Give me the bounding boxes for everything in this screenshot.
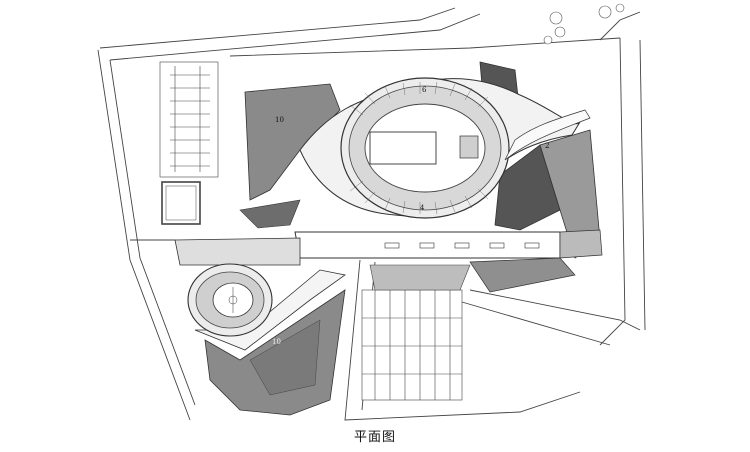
landscape-east	[494, 144, 561, 231]
landscape-southeast	[469, 257, 576, 293]
playing-field	[369, 131, 437, 165]
road-network	[97, 7, 646, 421]
main-stadium: 6 4	[299, 77, 581, 219]
stand-label-north: 6	[422, 86, 427, 94]
landscape-west-2	[239, 199, 301, 229]
parking-southeast	[361, 264, 471, 401]
parking-northwest	[159, 61, 219, 225]
secondary-arena	[174, 237, 346, 351]
stand-label-south: 4	[420, 204, 425, 212]
area-label-southwest: 10	[272, 338, 281, 346]
area-label-west: 10	[275, 116, 284, 124]
concourse-bridge	[294, 229, 603, 259]
trees-northeast	[543, 3, 625, 45]
stadium-east-wing	[504, 109, 591, 161]
landscape-southwest-inner	[249, 319, 321, 396]
figure-caption: 平面图	[353, 430, 396, 445]
area-label-east: 2	[545, 142, 549, 150]
